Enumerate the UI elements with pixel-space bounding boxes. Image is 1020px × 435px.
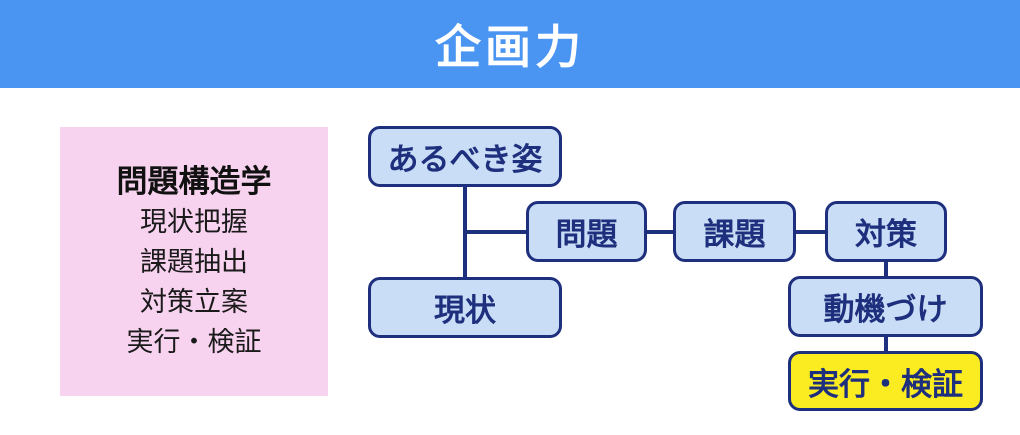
legend-item: 課題抽出: [140, 247, 248, 277]
node-problem: 問題: [526, 201, 647, 262]
node-countermeasure: 対策: [825, 201, 947, 262]
legend-item: 実行・検証: [126, 327, 262, 357]
legend-item: 対策立案: [140, 287, 248, 317]
connector-countermeasure-to-motivation: [884, 260, 888, 278]
connector-problem-to-issue: [645, 230, 675, 234]
legend-panel: 問題構造学 現状把握 課題抽出 対策立案 実行・検証: [60, 127, 328, 396]
node-execution-verification: 実行・検証: [788, 351, 983, 411]
connector-motivation-to-execution: [884, 335, 888, 353]
node-current-state: 現状: [368, 277, 562, 338]
header-banner: 企画力: [0, 0, 1020, 88]
connector-issue-to-countermeasure: [794, 230, 827, 234]
legend-item: 現状把握: [140, 207, 248, 237]
page-title: 企画力: [435, 21, 585, 73]
node-motivation: 動機づけ: [788, 276, 983, 337]
connector-junction-to-problem: [465, 230, 528, 234]
legend-title: 問題構造学: [116, 164, 272, 199]
node-ideal-state: あるべき姿: [368, 126, 562, 187]
node-issue: 課題: [673, 201, 796, 262]
